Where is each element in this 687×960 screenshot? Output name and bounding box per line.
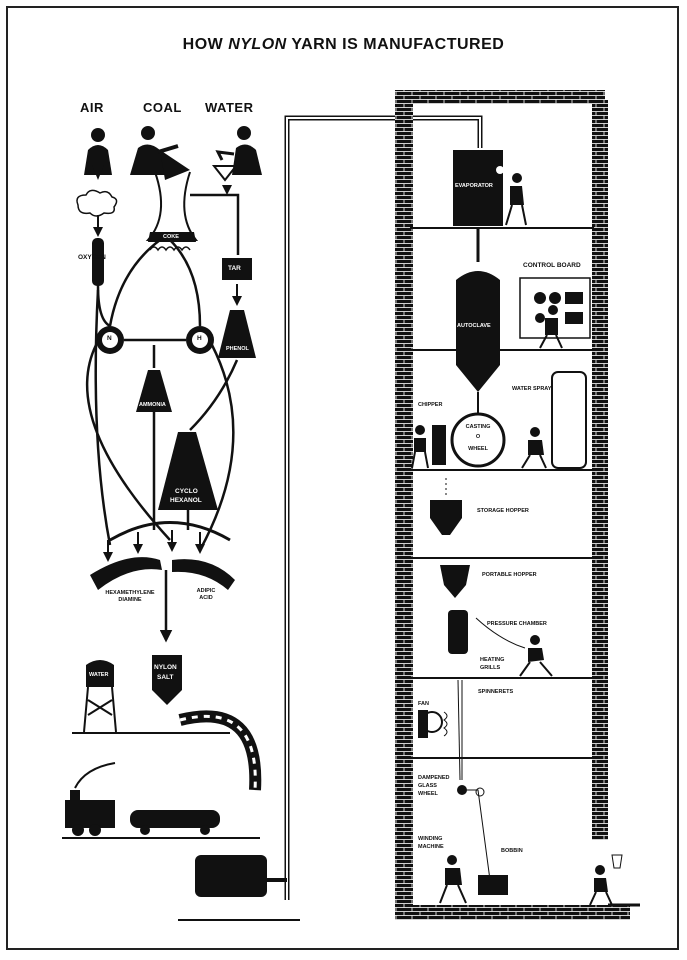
casting-wheel [450, 412, 506, 468]
nylon-salt-hopper [152, 655, 182, 705]
casting-wheel-label-line2: O [475, 434, 481, 440]
air-cloud [76, 189, 118, 217]
storage-hopper [430, 500, 462, 535]
storage-vessel [195, 855, 267, 897]
air-label: AIR [80, 100, 104, 115]
winding-machine-label-line2: MACHINE [418, 844, 444, 850]
winding-machine-label-line1: WINDING [418, 836, 443, 842]
adipic-label-line2: ACID [199, 595, 213, 601]
ammonia-label: AMMONIA [139, 402, 166, 408]
hexamethylene-label-line2: DIAMINE [118, 597, 142, 603]
nylon-salt-label-line2: SALT [157, 674, 174, 681]
chipper-machine [432, 425, 446, 465]
title-suffix: YARN IS MANUFACTURED [286, 36, 505, 53]
water-tower-label: WATER [89, 672, 109, 678]
coke-label: COKE [163, 234, 179, 240]
cyclohexanol-label-line2: HEXANOL [170, 497, 202, 504]
tank-car [130, 810, 220, 835]
page-border [6, 6, 679, 950]
oxygen-label: OXYGEN [78, 254, 106, 261]
winding-operator [439, 855, 467, 904]
ammonia-flask [136, 370, 172, 412]
phenol-label: PHENOL [226, 346, 249, 352]
adipic-label-line1: ADIPIC [196, 588, 216, 594]
autoclave-label: AUTOCLAVE [457, 323, 491, 329]
air-worker-figure [84, 128, 112, 180]
heating-grills-label-line2: GRILLS [480, 665, 501, 671]
spray-operator [521, 427, 547, 469]
adipic-acid-shape [172, 559, 235, 590]
portable-hopper-label: PORTABLE HOPPER [482, 572, 537, 578]
nylon-salt-label-line1: NYLON [154, 664, 177, 671]
cyclohexanol-label-line1: CYCLO [175, 488, 198, 495]
casting-wheel-label-line3: WHEEL [468, 446, 488, 452]
carrying-worker [589, 854, 623, 906]
cyclohexanol-flask [158, 432, 218, 510]
title-prefix: HOW [182, 36, 229, 53]
water-spray-label: WATER SPRAY [512, 386, 552, 392]
fan-unit [418, 710, 448, 738]
coal-label: COAL [143, 100, 182, 115]
factory-building [395, 90, 630, 920]
evaporator-tank [453, 150, 503, 226]
title-emphasis: NYLON [228, 36, 287, 53]
casting-wheel-label-line1: CASTING [465, 424, 491, 430]
control-operator [539, 305, 563, 349]
hexamethylene-label-line1: HEXAMETHYLENE [105, 590, 155, 596]
heating-grills-label-line1: HEATING [480, 657, 505, 663]
autoclave-tank [456, 271, 500, 392]
portable-hopper [440, 565, 470, 598]
pressure-chamber [448, 610, 468, 654]
oxygen-cylinder [92, 238, 104, 286]
evaporator-operator [505, 173, 527, 226]
water-label: WATER [205, 100, 254, 115]
tar-box [222, 258, 252, 280]
chipper-label: CHIPPER [418, 402, 443, 408]
nitrogen-label: N [107, 335, 112, 342]
bobbin-label: BOBBIN [501, 848, 523, 854]
hexamethylene-diamine-shape [90, 557, 162, 590]
page-title: HOW NYLON YARN IS MANUFACTURED [0, 36, 687, 54]
fan-label: FAN [418, 701, 429, 707]
chipper-operator [411, 425, 429, 469]
pressure-operator [519, 635, 553, 677]
water-spray-tank [551, 371, 587, 469]
spinnerets-label: SPINNERETS [478, 689, 514, 695]
dampened-glass-wheel-label-line2: GLASS [418, 783, 437, 789]
control-board-label: CONTROL BOARD [523, 262, 581, 269]
dampened-glass-wheel-label-line3: WHEEL [418, 791, 438, 797]
pressure-chamber-label: PRESSURE CHAMBER [487, 621, 547, 627]
coke-flask [148, 232, 196, 242]
dampened-glass-wheel-label-line1: DAMPENED [418, 775, 450, 781]
water-tower [83, 660, 117, 733]
tar-label: TAR [228, 265, 241, 272]
evaporator-label: EVAPORATOR [455, 183, 493, 189]
coke-burner [149, 246, 191, 252]
storage-hopper-label: STORAGE HOPPER [477, 508, 529, 514]
locomotive [65, 762, 116, 836]
bobbin-machine [478, 875, 508, 895]
hydrogen-label: H [197, 335, 202, 342]
phenol-flask [218, 310, 256, 358]
water-worker-figure [211, 126, 262, 182]
